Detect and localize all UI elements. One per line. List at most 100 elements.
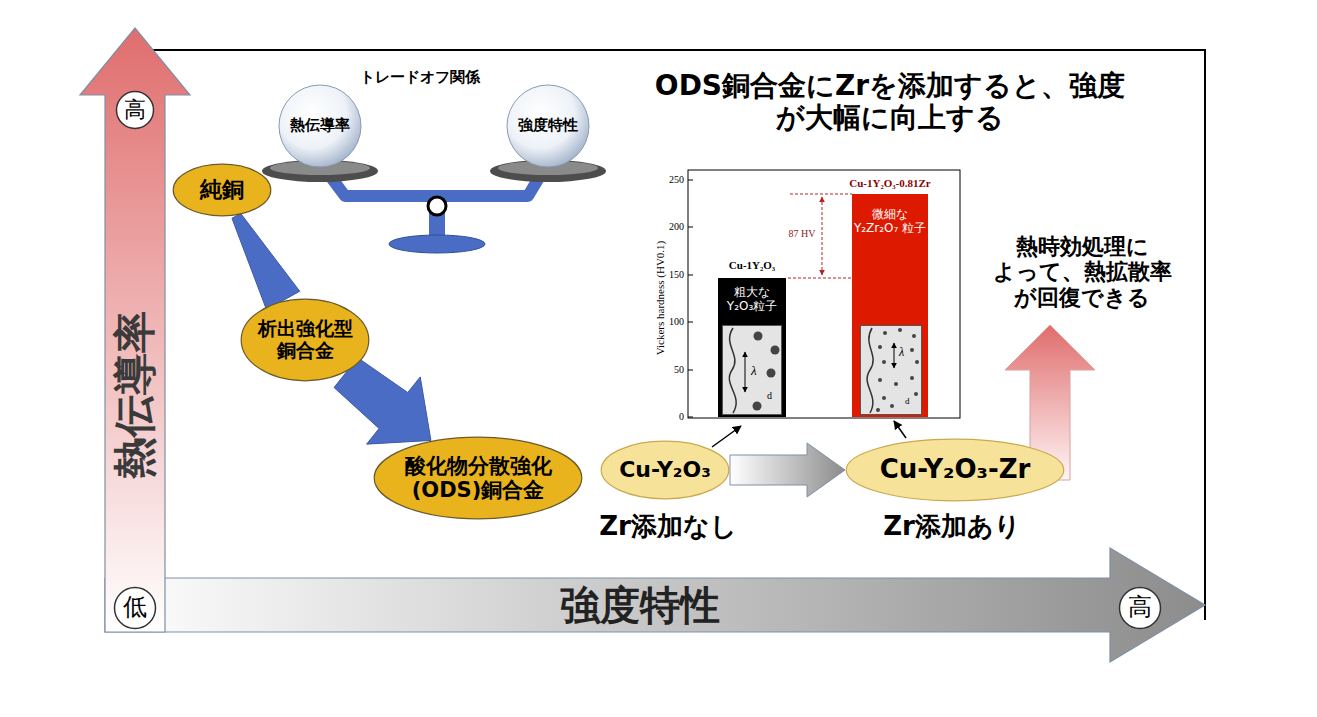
particle	[912, 334, 916, 338]
axis-level-circle-shape	[117, 92, 154, 129]
particle	[876, 408, 880, 412]
leader-arrow	[712, 426, 741, 447]
microstructure-inset-text: d	[905, 396, 910, 406]
microstructure-inset-text: d	[767, 390, 772, 402]
particle	[910, 348, 914, 352]
axis-level-circle-text-box: 高	[115, 90, 155, 130]
material-ellipse-text-box: 酸化物分散強化 (ODS)銅合金	[373, 436, 583, 520]
particle	[767, 369, 776, 378]
balance-caption: トレードオフ関係	[360, 69, 480, 86]
particle	[878, 378, 882, 382]
axis-level-circle-text: 高	[1120, 594, 1160, 622]
flow-arrow	[232, 213, 300, 309]
difference-label: 87 HV	[789, 228, 816, 240]
material-ellipse: 純銅	[172, 163, 272, 217]
tick-label: 50	[584, 364, 684, 376]
particle	[882, 360, 886, 364]
condition-label: Zr添加あり	[883, 512, 1021, 542]
condition-label: Zr添加なし	[599, 512, 737, 542]
microstructure-inset: λd	[722, 325, 782, 415]
particle	[878, 345, 882, 349]
conductivity-axis-arrow	[80, 28, 190, 632]
particle	[915, 360, 919, 364]
tick-label: 0	[584, 411, 684, 423]
axis-level-circle-text: 高	[117, 97, 153, 122]
particle	[754, 332, 763, 341]
material-ellipse-shape	[173, 164, 271, 216]
strength-axis-arrow	[105, 548, 1205, 662]
material-ellipse: 析出強化型 銅合金	[240, 298, 370, 382]
alloy-ellipse-shape	[846, 439, 1064, 501]
particle	[914, 392, 918, 396]
alloy-ellipse-text-box: Cu-Y₂O₃	[600, 440, 730, 500]
alloy-ellipse-text-box: Cu-Y₂O₃-Zr	[845, 438, 1065, 502]
alloy-ellipse-text: Cu-Y₂O₃	[603, 457, 728, 482]
alloy-ellipse: Cu-Y₂O₃	[600, 440, 730, 500]
balance-ball-text: 強度特性	[508, 117, 588, 134]
tick-label: 100	[584, 316, 684, 328]
spacing-arrow	[894, 343, 895, 368]
particle	[883, 331, 887, 335]
axis-level-circle-text-box: 高	[1118, 586, 1162, 630]
balance-ball: 熱伝導率	[278, 84, 362, 168]
balance-ball-text-box: 強度特性	[506, 84, 590, 168]
particle	[882, 396, 886, 400]
hardness-bar: Cu-1Y₂O₃粗大な Y₂O₃粒子λd	[718, 278, 786, 417]
balance-ball: 強度特性	[506, 84, 590, 168]
grain-boundary	[867, 328, 873, 413]
alloy-ellipse-shape	[601, 441, 729, 499]
material-ellipse-text: 純銅	[177, 177, 267, 202]
flow-arrow	[730, 443, 845, 497]
alloy-ellipse-text: Cu-Y₂O₃-Zr	[850, 455, 1060, 485]
particle	[771, 346, 780, 355]
material-ellipse-text-box: 析出強化型 銅合金	[240, 298, 370, 382]
spacing-arrow	[745, 352, 746, 392]
balance-ball-text: 熱伝導率	[280, 117, 360, 134]
material-ellipse-text: 析出強化型 銅合金	[248, 318, 363, 362]
particle	[890, 404, 894, 408]
leader-arrow	[894, 421, 906, 438]
particle	[894, 382, 898, 386]
axis-level-circle: 低	[113, 586, 157, 630]
axis-title: 強度特性	[560, 582, 720, 628]
material-ellipse-shape	[374, 437, 582, 519]
hardness-bar: Cu-1Y₂O₃-0.81Zr微細な Y₂Zr₂O₇ 粒子λd	[852, 194, 928, 417]
chart-frame	[688, 170, 960, 418]
axis-ticks	[688, 180, 693, 417]
note-text: 熱時効処理に よって、熱拡散率 が回復できる	[985, 234, 1180, 310]
particle	[910, 376, 914, 380]
material-ellipse: 酸化物分散強化 (ODS)銅合金	[373, 436, 583, 520]
balance-ball-shape	[279, 85, 361, 167]
microstructure-inset-text: λ	[751, 364, 757, 379]
balance-ball-shape	[507, 85, 589, 167]
hardness-bar-text: Cu-1Y₂O₃-0.81Zr	[822, 177, 958, 190]
axis-title: 熱伝導率	[111, 311, 159, 479]
material-ellipse-text: 酸化物分散強化 (ODS)銅合金	[383, 454, 573, 502]
hardness-guide	[788, 194, 852, 278]
grain-boundary	[729, 328, 736, 413]
headline: ODS銅合金にZrを添加すると、強度 が大幅に向上する	[610, 70, 1170, 134]
balance-pivot	[428, 197, 446, 215]
particle	[753, 402, 762, 411]
particle-group	[876, 328, 919, 412]
tick-label: 250	[584, 174, 684, 186]
flow-arrow	[334, 358, 431, 444]
alloy-ellipse: Cu-Y₂O₃-Zr	[845, 438, 1065, 502]
microstructure-inset: λd	[860, 325, 922, 415]
axis-level-circle-text-box: 低	[113, 586, 157, 630]
axis-level-circle-shape	[1120, 588, 1161, 629]
particle	[898, 328, 902, 332]
material-ellipse-shape	[241, 299, 369, 381]
balance-ball-text-box: 熱伝導率	[278, 84, 362, 168]
hardness-bar-text: Cu-1Y₂O₃	[692, 259, 812, 272]
tick-label: 200	[584, 221, 684, 233]
axis-level-circle-shape	[115, 588, 156, 629]
axis-level-circle: 高	[115, 90, 155, 130]
axis-level-circle: 高	[1118, 586, 1162, 630]
chart-axis-title: Vickers hardness (HV0.1)	[654, 241, 667, 356]
outer-frame	[140, 50, 1205, 620]
hardness-bar-text: 粗大な Y₂O₃粒子	[718, 286, 786, 314]
microstructure-inset-text: λ	[899, 346, 904, 360]
